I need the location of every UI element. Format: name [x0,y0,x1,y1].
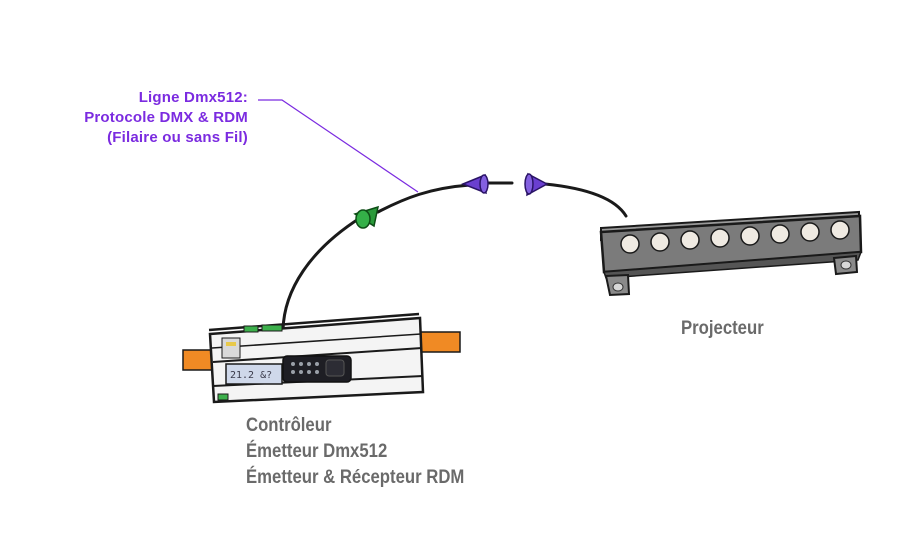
label-leader-line [258,99,419,193]
din-cable-left [182,349,214,371]
projector-led [830,220,850,240]
projector-led [680,230,700,250]
controller-lcd [225,363,283,385]
dmx-connector-purple-male [460,173,489,195]
projector-led [740,226,760,246]
dmx-line-label-line3: (Filaire ou sans Fil) [107,129,248,146]
dmx-cable-segment-4 [543,182,628,218]
controller-label-line2: Émetteur Dmx512 [246,441,388,462]
controller-lcd-text: 21.2 &? [230,370,272,381]
projector-led [800,222,820,242]
controller-label-line1: Contrôleur [246,415,332,436]
projector-led [650,232,670,252]
din-cable-right [417,331,461,353]
dmx-connector-green [353,205,379,229]
projector-led [710,228,730,248]
dmx-line-label-line2: Protocole DMX & RDM [84,109,248,126]
dmx-line-label: Ligne Dmx512: Protocole DMX & RDM (Filai… [20,88,248,148]
projector-leds [620,220,850,254]
projector-led [770,224,790,244]
controller-label: Contrôleur Émetteur Dmx512 Émetteur & Ré… [246,413,464,491]
projector-led-bar [599,210,863,297]
dmx-cable-segment-1 [281,216,362,332]
projector-led [620,234,640,254]
controller-label-line3: Émetteur & Récepteur RDM [246,467,465,488]
dmx-controller: 21.2 &? [182,312,461,404]
dmx-connector-purple-female [524,172,549,197]
projector-label: Projecteur [681,318,764,339]
dmx-cable-segment-2 [376,183,472,214]
dmx-line-label-line1: Ligne Dmx512: [138,89,248,106]
